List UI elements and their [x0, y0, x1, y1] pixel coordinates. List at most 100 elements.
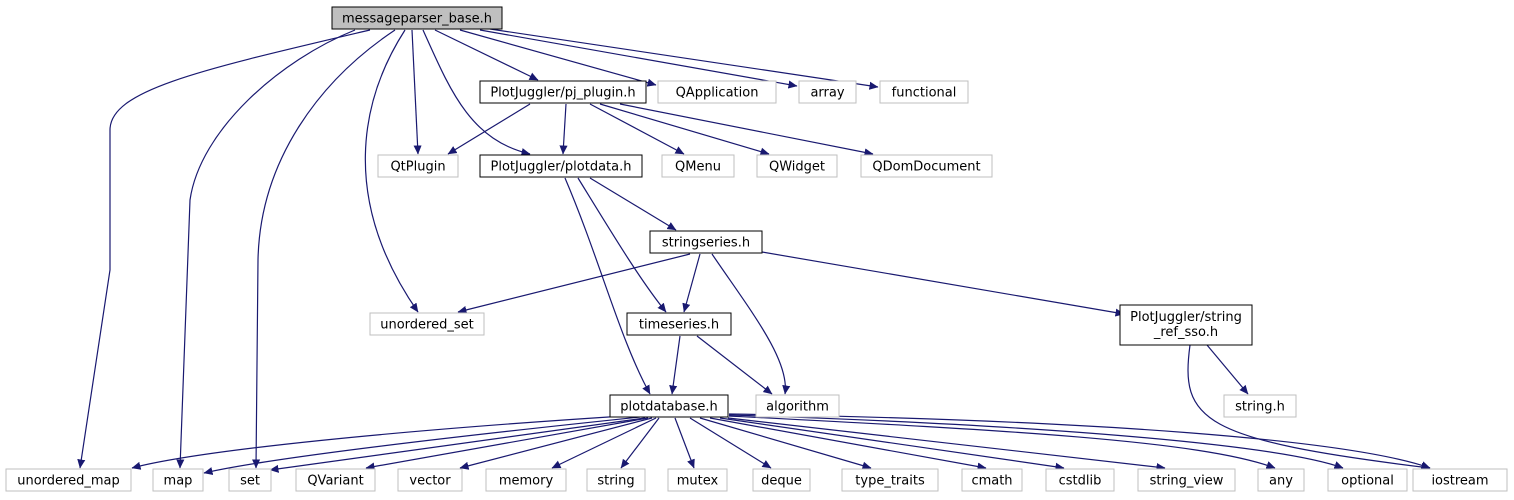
node-box [860, 154, 993, 178]
node-box [879, 80, 969, 104]
edge-root-to-qtplugin [411, 29, 422, 155]
edge-root-to-functional [489, 28, 879, 90]
node-algorithm: algorithm [755, 394, 840, 418]
node-root[interactable]: messageparser_base.h [331, 6, 503, 30]
node-box [1257, 468, 1305, 492]
node-plotdatabase[interactable]: plotdatabase.h [609, 394, 729, 418]
edge-plotdatabase-to-set [269, 417, 646, 473]
node-label: PlotJuggler/plotdata.h [491, 160, 632, 175]
node-label: memory [499, 474, 554, 489]
node-label: map [164, 474, 193, 489]
node-label: PlotJuggler/pj_plugin.h [490, 86, 635, 101]
edge-root-to-unordered_map [77, 29, 371, 469]
node-timeseries[interactable]: timeseries.h [626, 312, 732, 336]
edge-plotdata-to-timeseries [577, 177, 667, 313]
node-label: PlotJuggler/string_ref_sso.h [1130, 310, 1242, 340]
edge-plotdatabase-to-type_traits [699, 417, 872, 470]
node-map: map [152, 468, 204, 492]
node-box [152, 468, 204, 492]
edge-root-to-plotdata [422, 29, 531, 156]
node-box [369, 312, 485, 336]
node-label: QVariant [307, 474, 363, 489]
node-label: any [1269, 474, 1293, 489]
edge-plotdatabase-to-vector [459, 417, 653, 470]
node-label: messageparser_base.h [342, 12, 492, 27]
node-pj_plugin[interactable]: PlotJuggler/pj_plugin.h [479, 80, 647, 104]
node-label: QApplication [676, 86, 759, 101]
edge-root-to-set [252, 29, 396, 469]
node-label: timeseries.h [639, 318, 719, 333]
edge-plotdatabase-to-any [728, 415, 1276, 469]
node-box [479, 80, 647, 104]
node-label: unordered_set [380, 318, 473, 333]
edge-timeseries-to-plotdatabase [669, 335, 681, 395]
node-qdomdocument: QDomDocument [860, 154, 993, 178]
node-functional: functional [879, 80, 969, 104]
node-box [295, 468, 376, 492]
node-stringseries[interactable]: stringseries.h [649, 230, 763, 254]
node-qvariant: QVariant [295, 468, 376, 492]
node-optional: optional [1327, 468, 1408, 492]
node-string_ref_sso[interactable]: PlotJuggler/string_ref_sso.h [1119, 304, 1253, 346]
node-plotdata[interactable]: PlotJuggler/plotdata.h [479, 154, 643, 178]
edge-plotdatabase-to-cmath [709, 417, 987, 471]
edge-string_ref_sso-to-string_h [1206, 344, 1249, 395]
node-box [1045, 468, 1115, 492]
node-box [1137, 468, 1236, 492]
node-string_view: string_view [1137, 468, 1236, 492]
edge-plotdatabase-to-memory [551, 417, 657, 469]
node-label: QtPlugin [390, 160, 445, 175]
node-qtplugin: QtPlugin [377, 154, 459, 178]
edge-pj_plugin-to-qwidget [599, 103, 770, 156]
edge-timeseries-to-algorithm [696, 335, 773, 395]
node-label: vector [409, 474, 451, 489]
edge-stringseries-to-string_ref_sso [761, 251, 1125, 317]
node-box [1412, 468, 1508, 492]
node-unordered_set: unordered_set [369, 312, 485, 336]
node-box [377, 154, 459, 178]
node-label: QMenu [675, 160, 721, 175]
node-label: string.h [1235, 400, 1285, 415]
node-label: QWidget [769, 160, 825, 175]
node-unordered_map: unordered_map [5, 468, 132, 492]
edge-pj_plugin-to-plotdata [559, 103, 568, 155]
node-memory: memory [485, 468, 567, 492]
node-box [586, 468, 646, 492]
node-label: unordered_map [17, 474, 120, 489]
node-box [609, 394, 729, 418]
edge-plotdatabase-to-string_view [727, 417, 1166, 472]
node-label: optional [1341, 474, 1394, 489]
node-deque: deque [752, 468, 811, 492]
edge-pj_plugin-to-qmenu [589, 103, 685, 155]
node-label: deque [761, 474, 802, 489]
edge-plotdata-to-stringseries [589, 177, 677, 231]
node-array: array [798, 80, 857, 104]
edge-plotdatabase-to-qvariant [365, 417, 649, 471]
node-label: functional [892, 86, 957, 101]
edges [77, 28, 1431, 476]
node-label: algorithm [766, 400, 829, 415]
node-box [752, 468, 811, 492]
node-cstdlib: cstdlib [1045, 468, 1115, 492]
edge-plotdatabase-to-cstdlib [719, 417, 1065, 471]
node-label: cmath [971, 474, 1012, 489]
node-cmath: cmath [961, 468, 1023, 492]
edge-string_ref_sso-to-iostream [1187, 344, 1431, 471]
edge-root-to-pj_plugin [434, 29, 539, 81]
node-box [331, 6, 503, 30]
edge-plotdata-to-plotdatabase [564, 177, 651, 395]
node-box [228, 468, 272, 492]
node-box [485, 468, 567, 492]
edge-pj_plugin-to-qdomdocument [619, 103, 874, 157]
node-label: cstdlib [1059, 474, 1102, 489]
edge-pj_plugin-to-qtplugin [447, 103, 531, 155]
node-string_h: string.h [1223, 394, 1297, 418]
node-box [397, 468, 463, 492]
node-any: any [1257, 468, 1305, 492]
node-iostream: iostream [1412, 468, 1508, 492]
edge-root-to-unordered_set [364, 29, 419, 313]
edge-root-to-qapplication [459, 29, 657, 87]
edge-plotdatabase-to-unordered_map [131, 414, 641, 470]
node-label: stringseries.h [662, 236, 750, 251]
node-string: string [586, 468, 646, 492]
